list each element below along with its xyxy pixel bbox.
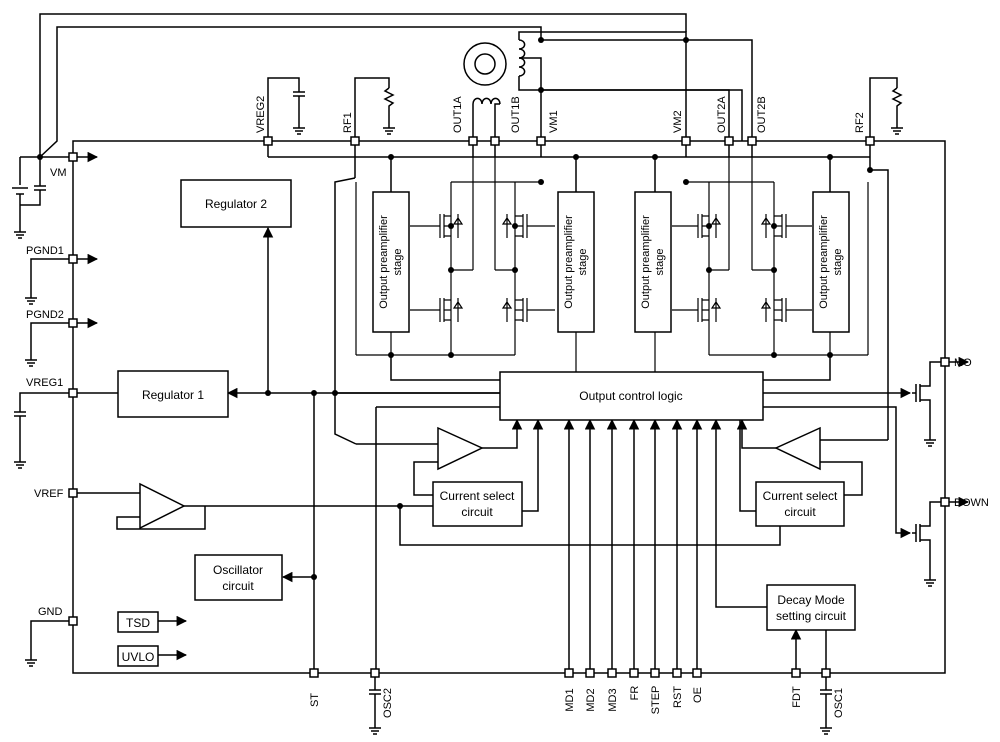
preamp-1: Output preamplifier stage [372,191,410,333]
output-control-logic-label: Output control logic [579,389,682,403]
vref-amplifier [139,482,186,530]
pin-label-md1: MD1 [564,688,576,711]
preamp-4: Output preamplifier stage [812,191,850,333]
pin-label-rf1: RF1 [342,112,354,133]
preamp-1-line2: stage [392,249,404,276]
pin-label-osc1: OSC1 [833,688,845,718]
preamp-2: Output preamplifier stage [557,191,595,333]
regulator-1-block: Regulator 1 [117,370,229,418]
pin-label-vreg2: VREG2 [255,96,267,133]
regulator-2-label: Regulator 2 [205,197,267,211]
pin-label-fr: FR [629,686,641,701]
pin-label-vref: VREF [34,488,64,500]
pin-label-vreg1: VREG1 [26,377,63,389]
ic-outline [72,140,946,674]
preamp-3-line2: stage [654,249,666,276]
pin-label-oe: OE [692,687,704,703]
pin-label-gnd: GND [38,606,63,618]
oscillator-line2: circuit [222,579,254,593]
pin-label-md3: MD3 [607,688,619,711]
preamp-2-line1: Output preamplifier [563,215,575,309]
current-select-1: Current select circuit [432,481,523,527]
regulator-2-block: Regulator 2 [180,179,292,228]
pin-label-out1b: OUT1B [510,96,522,133]
pin-label-rf2: RF2 [854,112,866,133]
motor-coil-1 [472,97,501,105]
pin-label-osc2: OSC2 [382,688,394,718]
pin-label-pgnd1: PGND1 [26,245,64,257]
tsd-block: TSD [117,611,159,633]
oscillator-block: Oscillator circuit [194,554,283,601]
pin-squares [68,136,950,678]
current-select-2-line1: Current select [763,489,838,503]
stepper-motor [463,39,526,105]
preamp-4-line1: Output preamplifier [818,215,830,309]
oscillator-line1: Oscillator [213,563,263,577]
uvlo-block: UVLO [117,645,159,667]
junction-dots [37,37,873,580]
pin-label-vm: VM [50,167,67,179]
pin-label-out2a: OUT2A [716,96,728,133]
pin-label-vm2: VM2 [672,110,684,133]
pin-label-out2b: OUT2B [756,96,768,133]
current-select-1-line2: circuit [461,505,493,519]
preamp-2-line2: stage [577,249,589,276]
decay-mode-line2: setting circuit [776,609,847,623]
preamp-3-line1: Output preamplifier [640,215,652,309]
preamp-3: Output preamplifier stage [634,191,672,333]
pin-label-down: DOWN [954,497,989,509]
comparator-2 [774,426,821,471]
current-select-2-line2: circuit [784,505,816,519]
preamp-4-line2: stage [832,249,844,276]
decay-mode-line1: Decay Mode [777,593,845,607]
h-bridge-1 [355,157,577,372]
pin-label-md2: MD2 [585,688,597,711]
pin-label-pgnd2: PGND2 [26,309,64,321]
uvlo-label: UVLO [122,650,155,664]
output-control-logic-block: Output control logic [499,371,764,421]
tsd-label: TSD [126,616,150,630]
comparator-1 [437,426,484,471]
pin-label-mo: MO [954,357,972,369]
preamp-1-line1: Output preamplifier [378,215,390,309]
pin-label-out1a: OUT1A [452,96,464,133]
pin-label-rst: RST [672,686,684,708]
pin-label-st: ST [309,693,321,707]
current-select-1-line1: Current select [440,489,515,503]
pin-label-step: STEP [650,686,662,715]
pin-label-fdt: FDT [791,686,803,708]
current-select-2: Current select circuit [755,481,845,527]
pin-label-vm1: VM1 [548,110,560,133]
decay-mode-block: Decay Mode setting circuit [766,584,856,631]
regulator-1-label: Regulator 1 [142,388,204,402]
